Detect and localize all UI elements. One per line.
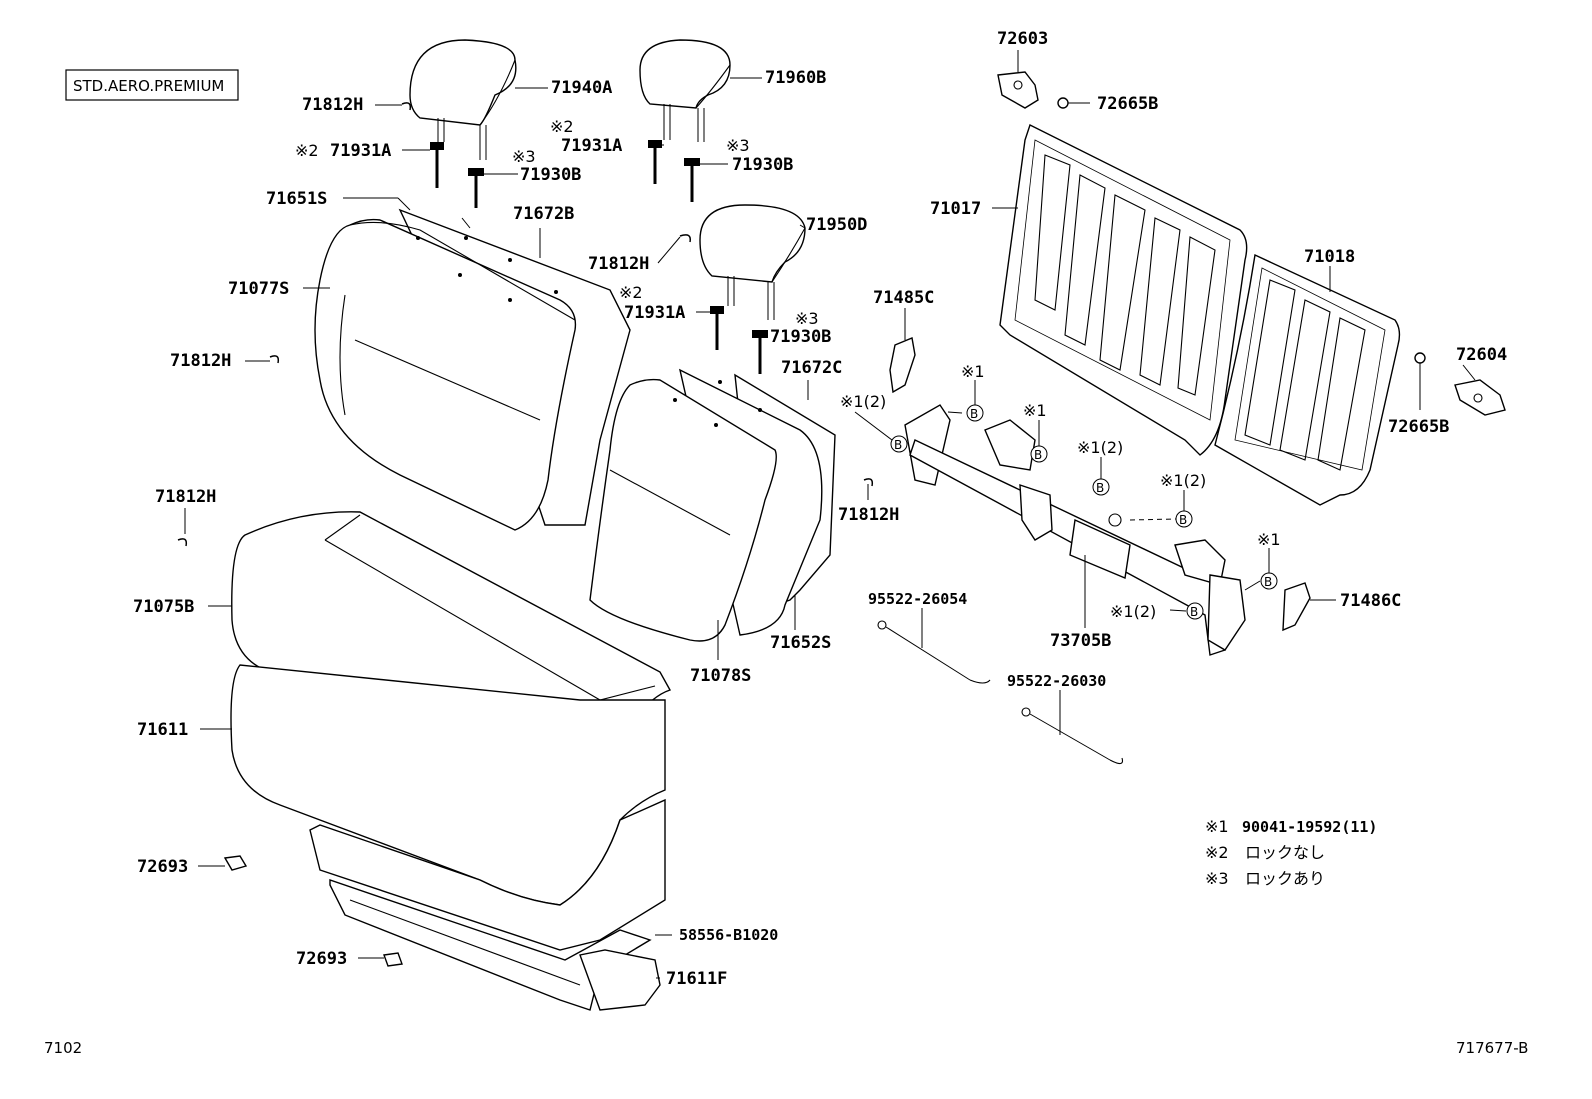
bracket-71486c — [1282, 582, 1311, 632]
label-71018: 71018 — [1304, 247, 1355, 267]
bracket-71485c — [889, 337, 916, 394]
label-71812h-1: 71812H — [302, 95, 363, 115]
clip-72693 — [223, 855, 403, 967]
svg-text:B: B — [1190, 605, 1198, 619]
mark-5: ※2 — [619, 283, 643, 302]
backrest-right — [589, 368, 836, 642]
label-71075b: 71075B — [133, 597, 194, 617]
label-72693-2: 72693 — [296, 949, 347, 969]
legend: ※1 90041-19592(11) ※2 ロックなし ※3 ロックあり — [1205, 817, 1377, 888]
label-71960b: 71960B — [765, 68, 826, 88]
footer-right: 717677-B — [1456, 1039, 1528, 1057]
cable-95522-26054 — [877, 620, 991, 684]
label-72665b-1: 72665B — [1097, 94, 1158, 114]
label-71931a-3: 71931A — [624, 303, 685, 323]
label-71672b: 71672B — [513, 204, 574, 224]
clip-hardware — [177, 102, 874, 547]
svg-text:B: B — [1096, 481, 1104, 495]
cross-member-73705b — [904, 404, 1246, 656]
mark-2: ※3 — [512, 147, 536, 166]
hinge-72603 — [997, 71, 1069, 109]
label-71930b-1: 71930B — [520, 165, 581, 185]
label-71940a: 71940A — [551, 78, 612, 98]
label-71812h-4: 71812H — [155, 487, 216, 507]
label-72604: 72604 — [1456, 345, 1507, 365]
headrest-71950d — [699, 204, 806, 320]
label-58556-b1020: 58556-B1020 — [679, 926, 778, 944]
mark-13: ※1(2) — [1110, 602, 1156, 621]
svg-text:B: B — [1264, 575, 1272, 589]
headrest-71960b — [639, 39, 731, 142]
label-71611: 71611 — [137, 720, 188, 740]
mark-7: ※1 — [961, 362, 985, 381]
label-95522-26030: 95522-26030 — [1007, 672, 1106, 690]
label-71651s: 71651S — [266, 189, 327, 209]
seatback-frame-71018 — [1214, 253, 1401, 506]
label-72693-1: 72693 — [137, 857, 188, 877]
label-71812h-3: 71812H — [170, 351, 231, 371]
label-73705b: 73705B — [1050, 631, 1111, 651]
headrest-71940a — [409, 39, 517, 160]
svg-text:B: B — [970, 407, 978, 421]
seatback-frame-71017 — [999, 124, 1248, 456]
mark-6: ※3 — [795, 309, 819, 328]
label-71930b-3: 71930B — [770, 327, 831, 347]
bolt-callouts: B B B B B B B — [890, 404, 1278, 620]
variant-box-label: STD.AERO.PREMIUM — [73, 77, 224, 95]
variant-box: STD.AERO.PREMIUM — [65, 69, 239, 101]
label-71017: 71017 — [930, 199, 981, 219]
label-71812h-5: 71812H — [838, 505, 899, 525]
label-72603: 72603 — [997, 29, 1048, 49]
seat-bottom-frame — [329, 879, 661, 1011]
label-71077s: 71077S — [228, 279, 289, 299]
label-95522-26054: 95522-26054 — [868, 590, 967, 608]
backrest-left — [314, 208, 631, 531]
note-marks: ※2 ※3 ※2 ※3 ※2 ※3 ※1 ※1(2) ※1 ※1(2) ※1(2… — [295, 117, 1281, 621]
legend-mark-2: ※2 — [1205, 843, 1229, 862]
label-71485c: 71485C — [873, 288, 934, 308]
leader-lines — [184, 50, 1476, 979]
legend-mark-1: ※1 — [1205, 817, 1229, 836]
mark-12: ※1 — [1257, 530, 1281, 549]
label-71950d: 71950D — [806, 215, 867, 235]
part-labels: 71940A 71960B 71812H 71931A 71930B 71651… — [133, 29, 1507, 989]
label-71931a-2: 71931A — [561, 136, 622, 156]
label-71812h-2: 71812H — [588, 254, 649, 274]
footer-left: 7102 — [44, 1039, 82, 1057]
mark-11: ※1(2) — [1160, 471, 1206, 490]
bolt-hardware — [430, 140, 768, 374]
cable-95522-26030 — [1021, 707, 1124, 765]
seat-cushion-pad — [230, 664, 666, 951]
label-71672c: 71672C — [781, 358, 842, 378]
mark-4: ※3 — [726, 136, 750, 155]
svg-text:B: B — [894, 438, 902, 452]
legend-text-3: ロックあり — [1245, 869, 1325, 888]
mark-10: ※1(2) — [1077, 438, 1123, 457]
label-72665b-2: 72665B — [1388, 417, 1449, 437]
label-71486c: 71486C — [1340, 591, 1401, 611]
label-71931a-1: 71931A — [330, 141, 391, 161]
mark-9: ※1 — [1023, 401, 1047, 420]
legend-mark-3: ※3 — [1205, 869, 1229, 888]
label-71611f: 71611F — [666, 969, 727, 989]
label-71652s: 71652S — [770, 633, 831, 653]
mark-8: ※1(2) — [840, 392, 886, 411]
legend-text-1: 90041-19592(11) — [1242, 818, 1377, 836]
mark-3: ※2 — [550, 117, 574, 136]
label-71930b-2: 71930B — [732, 155, 793, 175]
legend-text-2: ロックなし — [1245, 843, 1325, 862]
label-71078s: 71078S — [690, 666, 751, 686]
svg-text:B: B — [1179, 513, 1187, 527]
mark-1: ※2 — [295, 141, 319, 160]
svg-text:B: B — [1034, 448, 1042, 462]
